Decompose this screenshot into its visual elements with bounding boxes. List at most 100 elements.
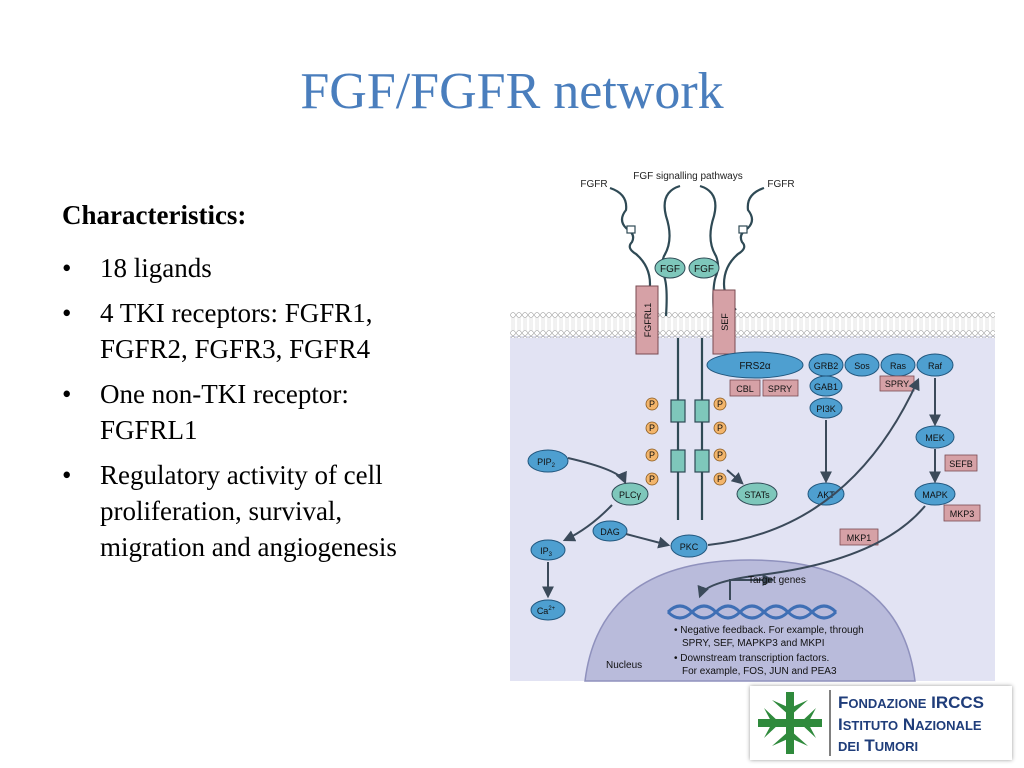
ip3-node bbox=[530, 539, 566, 561]
mapk-label: MAPK bbox=[922, 490, 948, 500]
pi3k-node bbox=[809, 397, 843, 419]
sos-node bbox=[844, 353, 880, 377]
logo-line-1: FONDAZIONE IRCCS bbox=[838, 693, 984, 712]
sef-label: SEF bbox=[720, 313, 730, 331]
dag-node bbox=[592, 520, 628, 542]
bullet-line: 18 ligands bbox=[100, 253, 212, 283]
pip2-node bbox=[527, 449, 569, 473]
slide-title: FGF/FGFR network bbox=[300, 63, 724, 120]
bullet-line: migration and angiogenesis bbox=[100, 532, 397, 562]
bullet-line: Regulatory activity of cell bbox=[100, 460, 383, 490]
phospho-label: P bbox=[649, 399, 655, 409]
calcium-label: Ca2+ bbox=[537, 606, 556, 616]
phospho-label: P bbox=[649, 450, 655, 460]
logo-graphic: FONDAZIONE IRCCS ISTITUTO NAZIONALE DEI … bbox=[758, 690, 984, 756]
fgfr-right-label: FGFR bbox=[767, 179, 794, 190]
note-line: For example, FOS, JUN and PEA3 bbox=[682, 666, 837, 677]
arrow bbox=[729, 574, 775, 600]
frs2-label: FRS2α bbox=[739, 361, 771, 372]
fgf-right-label: FGF bbox=[694, 264, 714, 275]
fgf-signalling-diagram: FGF signalling pathways FGFR FGFR FGF FG… bbox=[510, 171, 995, 682]
nucleus bbox=[584, 559, 916, 682]
raf-node bbox=[916, 353, 954, 377]
gab1-label: GAB1 bbox=[814, 382, 838, 392]
spry-label-2: SPRY bbox=[885, 379, 909, 389]
cell-membrane bbox=[510, 312, 995, 338]
logo-arrows-icon bbox=[758, 692, 822, 754]
bullet-line: FGFR2, FGFR3, FGFR4 bbox=[100, 334, 371, 364]
logo-line-3: DEI TUMORI bbox=[838, 736, 918, 755]
phospho-site bbox=[713, 421, 727, 435]
bullet-item: •18 ligands bbox=[62, 253, 212, 283]
sef-box bbox=[712, 289, 736, 355]
bullet-item: •One non-TKI receptor:FGFRL1 bbox=[62, 379, 349, 445]
calcium-node bbox=[530, 599, 566, 621]
bullet-line: FGFRL1 bbox=[100, 415, 198, 445]
receptor-kinase-left-1 bbox=[670, 399, 686, 423]
bullet-item: •4 TKI receptors: FGFR1,FGFR2, FGFR3, FG… bbox=[62, 298, 373, 364]
dna-helix-icon bbox=[666, 604, 838, 620]
fgfr-left-loop bbox=[660, 184, 681, 317]
fgfr-left-label: FGFR bbox=[580, 179, 607, 190]
plcg-node bbox=[611, 482, 649, 506]
phospho-site bbox=[713, 397, 727, 411]
fgfr-right-loop bbox=[699, 184, 720, 317]
mkp3-box bbox=[943, 504, 981, 522]
dag-label: DAG bbox=[600, 527, 620, 537]
cbl-label: CBL bbox=[736, 384, 754, 394]
pip2-label: PIP2 bbox=[537, 457, 556, 469]
fgfr-right-extracellular bbox=[722, 186, 765, 311]
spry-box-1 bbox=[762, 379, 799, 397]
sefb-label: SEFB bbox=[949, 459, 973, 469]
phospho-site bbox=[713, 472, 727, 486]
fgfrl1-box bbox=[635, 285, 659, 355]
pkc-node bbox=[670, 534, 708, 558]
phospho-label: P bbox=[717, 450, 723, 460]
phospho-label: P bbox=[717, 399, 723, 409]
receptor-kinase-left-2 bbox=[670, 449, 686, 473]
phospho-label: P bbox=[649, 474, 655, 484]
bullet-list: •18 ligands •4 TKI receptors: FGFR1,FGFR… bbox=[62, 250, 482, 574]
pkc-label: PKC bbox=[680, 542, 699, 552]
phospho-site bbox=[645, 421, 659, 435]
bullet-line: proliferation, survival, bbox=[100, 496, 343, 526]
fgfrl1-label: FGFRL1 bbox=[643, 303, 653, 338]
ras-label: Ras bbox=[890, 361, 907, 371]
phospho-site bbox=[645, 397, 659, 411]
phospho-site bbox=[645, 472, 659, 486]
fgf-ligand-left bbox=[654, 257, 686, 279]
receptor-kinase-right-1 bbox=[694, 399, 710, 423]
bullet-line: 4 TKI receptors: FGFR1, bbox=[100, 298, 373, 328]
mkp1-box bbox=[839, 528, 879, 546]
phospho-site bbox=[713, 448, 727, 462]
characteristics-heading: Characteristics: bbox=[62, 200, 247, 230]
grb2-label: GRB2 bbox=[814, 361, 839, 371]
sefb-box bbox=[944, 454, 978, 472]
fgfr-left-extracellular bbox=[609, 186, 652, 311]
diagram-header: FGF signalling pathways bbox=[633, 171, 743, 182]
note-line: • Downstream transcription factors. bbox=[674, 653, 829, 664]
arrow bbox=[625, 533, 671, 549]
note-line: • Negative feedback. For example, throug… bbox=[674, 625, 864, 636]
note-line: SPRY, SEF, MAPKP3 and MKPI bbox=[682, 638, 824, 649]
stats-label: STATs bbox=[744, 490, 770, 500]
bullet-line: One non-TKI receptor: bbox=[100, 379, 349, 409]
phospho-label: P bbox=[717, 423, 723, 433]
plcg-label: PLCγ bbox=[619, 490, 642, 500]
receptor-kinase-right-2 bbox=[694, 449, 710, 473]
arrow bbox=[726, 469, 744, 485]
target-genes-label: Target genes bbox=[748, 575, 806, 586]
raf-label: Raf bbox=[928, 361, 943, 371]
spry-label-1: SPRY bbox=[768, 384, 792, 394]
nucleus-label: Nucleus bbox=[606, 660, 642, 671]
mkp3-label: MKP3 bbox=[950, 509, 975, 519]
phospho-site bbox=[645, 448, 659, 462]
arrow bbox=[707, 377, 920, 546]
ip3-label: IP3 bbox=[540, 546, 553, 558]
arrow bbox=[697, 505, 926, 599]
fgf-left-label: FGF bbox=[660, 264, 680, 275]
logo-line-2: ISTITUTO NAZIONALE bbox=[838, 715, 982, 734]
phospho-label: P bbox=[717, 474, 723, 484]
phospho-label: P bbox=[649, 423, 655, 433]
